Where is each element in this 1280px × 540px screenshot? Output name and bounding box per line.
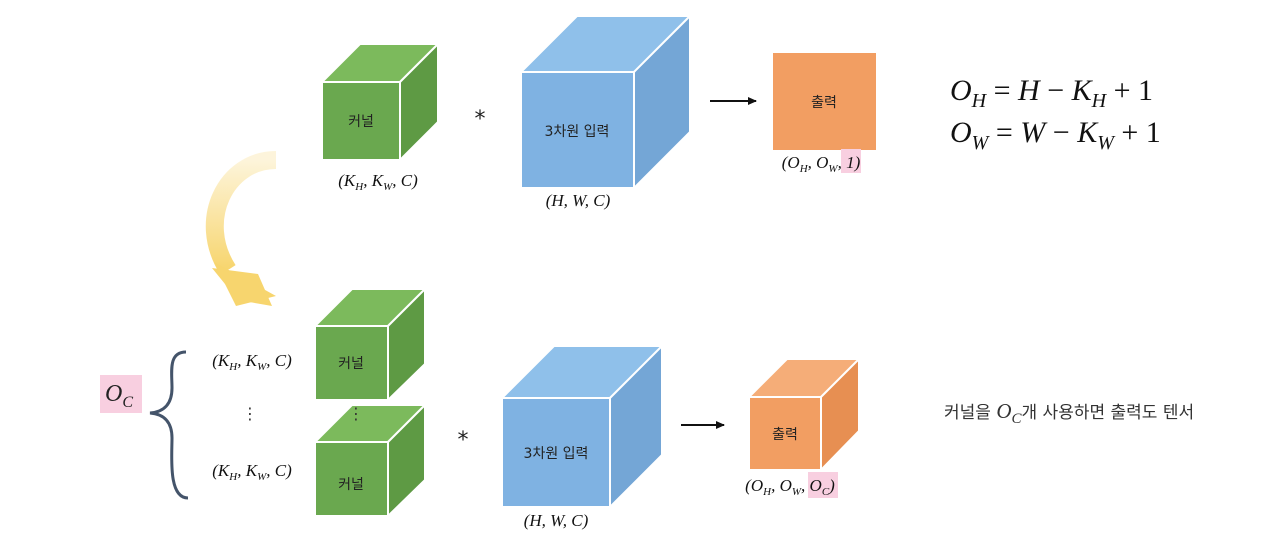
bottom-kernel-dims-1: (KH, KW, C) <box>212 351 292 373</box>
bottom-input-label: 3차원 입력 <box>524 446 589 462</box>
top-convolution-operator: * <box>475 107 486 132</box>
bottom-kernel-cube-2: 커널 <box>312 402 428 519</box>
bottom-output-cube: 출력 <box>746 356 862 473</box>
bottom-convolution-operator: * <box>458 428 469 453</box>
top-kernel-label: 커널 <box>348 114 374 130</box>
top-input-cube: 3차원 입력 <box>518 13 693 191</box>
top-kernel-dims: (KH, KW, C) <box>338 171 418 193</box>
top-input-label: 3차원 입력 <box>545 124 610 140</box>
bottom-kernel-cube-1: 커널 <box>312 286 428 403</box>
bottom-output-label: 출력 <box>772 427 798 443</box>
bottom-kernel-label-2: 커널 <box>338 477 364 493</box>
equation-width: OW = W − KW + 1 <box>950 116 1161 154</box>
oc-highlight <box>100 375 142 413</box>
highlight-depth-one <box>841 149 861 173</box>
curved-arrow-icon <box>205 151 277 306</box>
bottom-input-dims: (H, W, C) <box>524 511 589 530</box>
top-kernel-cube: 커널 <box>319 41 441 163</box>
output-size-equations: OH = H − KH + 1 OW = W − KW + 1 <box>950 74 1161 154</box>
bottom-kernel-dims-2: (KH, KW, C) <box>212 461 292 483</box>
left-brace-icon <box>149 350 189 500</box>
bottom-output-dims: (OH, OW, OC) <box>745 476 835 498</box>
bottom-kernel-label-1: 커널 <box>338 356 364 372</box>
top-input-dims: (H, W, C) <box>546 191 611 210</box>
equation-height: OH = H − KH + 1 <box>950 74 1153 112</box>
bottom-input-cube: 3차원 입력 <box>499 343 665 510</box>
top-output-block: 출력 <box>773 53 876 150</box>
kernel-stack-ellipsis: ⋮ <box>348 404 364 423</box>
top-output-label: 출력 <box>811 95 837 111</box>
multi-kernel-note: 커널을 OC개 사용하면 출력도 텐서 <box>944 399 1194 427</box>
kernel-list-ellipsis: ⋮ <box>242 404 258 423</box>
top-output-dims: (OH, OW, 1) <box>782 153 861 175</box>
highlight-depth-oc <box>808 472 838 498</box>
